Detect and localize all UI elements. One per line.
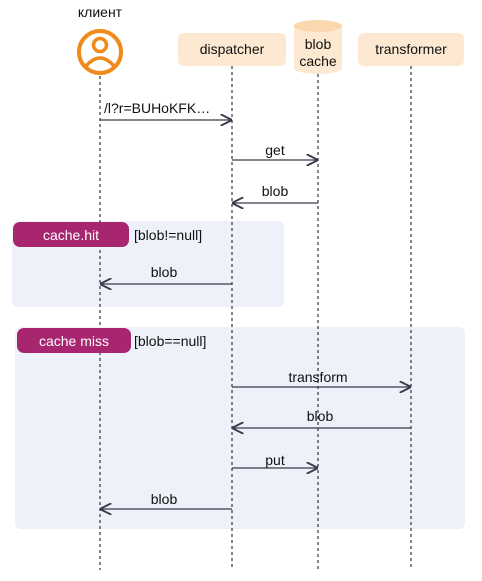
message-blob-from-transformer-label: blob (307, 408, 334, 424)
blob-cache-label-line1: blob (305, 36, 332, 52)
dispatcher-label: dispatcher (200, 41, 265, 57)
message-blob-to-client-hit-label: blob (151, 264, 178, 280)
blob-cache-cylinder-icon (294, 20, 342, 74)
fragment-cache-miss-tag-label: cache miss (39, 333, 109, 349)
client-actor-icon (77, 29, 123, 75)
fragment-cache-hit-guard: [blob!=null] (134, 227, 202, 243)
message-blob-from-cache-label: blob (262, 183, 289, 199)
message-put-label: put (265, 452, 285, 468)
blob-cache-label-line2: cache (299, 53, 337, 69)
transformer-label: transformer (375, 41, 447, 57)
message-request-label: /l?r=BUHoKFK… (104, 100, 210, 116)
client-label: клиент (78, 4, 123, 20)
transformer-box (358, 33, 464, 66)
fragment-cache-miss-guard: [blob==null] (134, 333, 206, 349)
fragment-cache-hit-tag-label: cache.hit (43, 227, 99, 243)
message-transform-label: transform (288, 369, 347, 385)
dispatcher-box (178, 33, 286, 66)
fragment-cache-hit-tag (13, 222, 129, 247)
fragment-cache-miss-tag (17, 328, 131, 353)
message-blob-to-client-miss-label: blob (151, 491, 178, 507)
message-get-label: get (265, 142, 285, 158)
